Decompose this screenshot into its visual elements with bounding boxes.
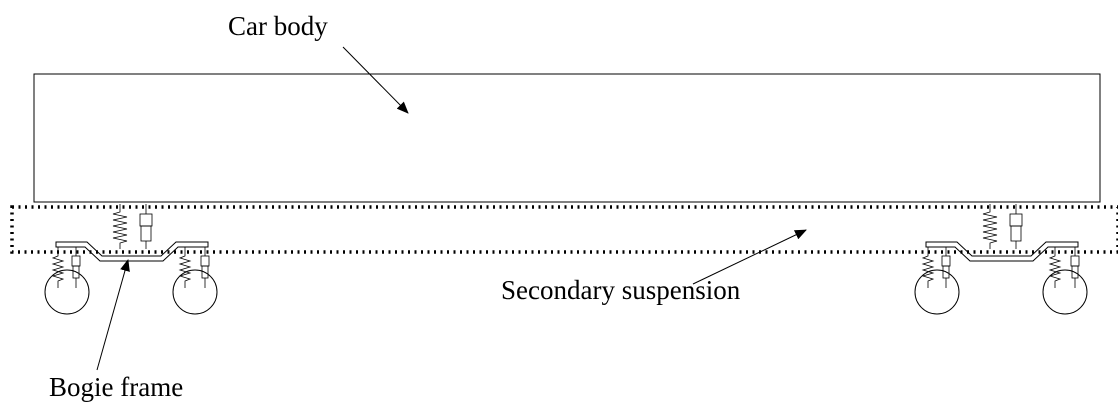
wheel (172, 269, 218, 315)
primary-damper (1070, 247, 1080, 288)
secondary-spring (982, 204, 998, 249)
primary-damper (941, 247, 951, 288)
bogie-frame (925, 241, 1079, 262)
bogie-left (44, 204, 218, 315)
secondary-spring (112, 204, 128, 249)
primary-damper (71, 247, 81, 288)
primary-spring (51, 247, 65, 288)
secondary-suspension-arrow (692, 229, 807, 285)
wheelset (172, 247, 218, 315)
bogie-frame-arrow (96, 259, 130, 371)
secondary-suspension-label: Secondary suspension (501, 275, 741, 305)
wheel (44, 269, 90, 315)
car-body-label: Car body (228, 11, 328, 41)
primary-spring (1048, 247, 1062, 288)
wheel (1042, 269, 1088, 315)
wheelset (1042, 247, 1088, 315)
wheelset (914, 247, 960, 315)
primary-spring (178, 247, 192, 288)
bogie-frame (55, 241, 209, 262)
primary-damper (200, 247, 210, 288)
primary-spring (921, 247, 935, 288)
secondary-suspension-boundary (10, 205, 1118, 254)
secondary-damper (1009, 204, 1023, 249)
bogie-right (914, 204, 1088, 315)
secondary-damper (139, 204, 153, 249)
car-body (33, 73, 1101, 203)
bogie-frame-label: Bogie frame (49, 372, 183, 402)
car-body-arrow (342, 46, 409, 114)
wheel (914, 269, 960, 315)
wheelset (44, 247, 90, 315)
